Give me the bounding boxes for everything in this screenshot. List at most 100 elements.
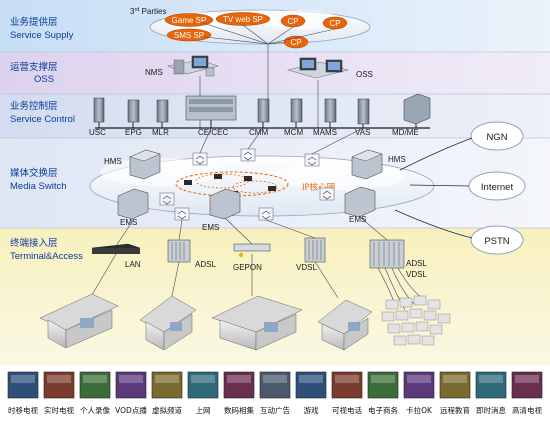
server-label-mams: MAMS bbox=[313, 128, 337, 137]
band-oss bbox=[0, 52, 550, 94]
gepon-label: GEPON bbox=[233, 263, 262, 272]
service-thumbnails bbox=[7, 371, 543, 399]
ems-left-server bbox=[117, 188, 149, 220]
server-label-cmm: CMM bbox=[249, 128, 268, 137]
service-thumbnail-highlight-5 bbox=[191, 375, 215, 383]
service-caption-3: VOD点播 bbox=[115, 405, 147, 415]
vdsl-label-2: VDSL bbox=[406, 270, 427, 279]
ems-right-server bbox=[344, 186, 376, 218]
service-caption-4: 虚拟频道 bbox=[152, 405, 182, 415]
router-7-icon bbox=[319, 187, 335, 201]
layer-title-oss-cn: 运营支撑层 bbox=[10, 61, 58, 73]
service-thumbnail-6 bbox=[223, 371, 255, 399]
service-caption-6: 数码相集 bbox=[224, 405, 254, 415]
service-thumbnail-13 bbox=[475, 371, 507, 399]
provider-game-sp bbox=[164, 13, 214, 27]
service-thumbnail-11 bbox=[403, 371, 435, 399]
service-thumbnail-highlight-0 bbox=[11, 375, 35, 383]
service-thumbnail-highlight-6 bbox=[227, 375, 251, 383]
server-label-epg: EPG bbox=[125, 128, 142, 137]
provider-sms-sp bbox=[166, 28, 212, 42]
home-2 bbox=[139, 295, 197, 351]
server-label-vas: VAS bbox=[355, 128, 370, 137]
service-caption-1: 实时电视 bbox=[44, 405, 74, 415]
service-thumbnail-8 bbox=[295, 371, 327, 399]
service-thumbnail-highlight-3 bbox=[119, 375, 143, 383]
service-thumbnail-10 bbox=[367, 371, 399, 399]
service-thumbnail-highlight-8 bbox=[299, 375, 323, 383]
server-usc bbox=[93, 97, 105, 128]
nms-label: NMS bbox=[145, 68, 163, 77]
adsl-dslam bbox=[167, 239, 191, 263]
service-thumbnail-highlight-11 bbox=[407, 375, 431, 383]
oss-label: OSS bbox=[356, 70, 373, 79]
home-1 bbox=[39, 293, 119, 349]
lan-switch bbox=[91, 243, 141, 254]
ems-right-label: EMS bbox=[349, 215, 366, 224]
service-thumbnail-highlight-2 bbox=[83, 375, 107, 383]
provider-cp-3-label: CP bbox=[290, 38, 301, 47]
service-caption-14: 高清电视 bbox=[512, 405, 542, 415]
provider-cp-2-label: CP bbox=[329, 19, 340, 28]
service-thumbnail-highlight-4 bbox=[155, 375, 179, 383]
provider-links bbox=[199, 21, 336, 100]
ems-left-label: EMS bbox=[120, 218, 137, 227]
service-thumbnail-highlight-10 bbox=[371, 375, 395, 383]
server-label-md-me: MD/ME bbox=[392, 128, 419, 137]
homes bbox=[39, 293, 451, 351]
service-thumbnail-highlight-1 bbox=[47, 375, 71, 383]
server-cmm bbox=[257, 98, 270, 128]
band-service-control bbox=[0, 94, 550, 138]
service-thumbnail-highlight-13 bbox=[479, 375, 503, 383]
service-thumbnail-0 bbox=[7, 371, 39, 399]
service-thumbnail-7 bbox=[259, 371, 291, 399]
third-parties-label: 3rd Parties bbox=[130, 7, 166, 16]
server-label-ce-cec: CE/CEC bbox=[198, 128, 228, 137]
server-label-mcm: MCM bbox=[284, 128, 303, 137]
layer-title-media-switch-cn: 媒体交换层 bbox=[10, 167, 58, 179]
server-ce-cec bbox=[185, 95, 237, 128]
server-label-usc: USC bbox=[89, 128, 106, 137]
service-thumbnail-9 bbox=[331, 371, 363, 399]
band-terminal-access bbox=[0, 228, 550, 366]
service-thumbnail-highlight-7 bbox=[263, 375, 287, 383]
external-networks bbox=[468, 121, 526, 255]
provider-ovals: Game SP TV web SP CP CP SMS SP CP bbox=[164, 12, 348, 49]
router-6-icon bbox=[258, 207, 274, 221]
server-vas bbox=[357, 98, 370, 128]
pstn-cloud bbox=[470, 225, 524, 255]
nms-workstation bbox=[166, 55, 220, 77]
adsl-label: ADSL bbox=[195, 260, 216, 269]
vdsl-label: VDSL bbox=[296, 263, 317, 272]
server-mcm bbox=[290, 98, 303, 128]
server-mams bbox=[324, 98, 337, 128]
service-control-servers bbox=[93, 93, 431, 128]
router-4-icon bbox=[159, 192, 175, 206]
service-caption-9: 可视电话 bbox=[332, 405, 362, 415]
layer-title-service-control-en: Service Control bbox=[10, 114, 75, 125]
vdsl-dslam bbox=[304, 237, 326, 263]
adsl-vdsl-dslam bbox=[369, 239, 405, 269]
service-caption-13: 即时消息 bbox=[476, 405, 506, 415]
provider-game-sp-label: Game SP bbox=[172, 16, 207, 25]
layer-title-terminal-access-en: Terminal&Access bbox=[10, 251, 83, 262]
service-thumbnail-3 bbox=[115, 371, 147, 399]
router-1-icon bbox=[192, 152, 208, 166]
server-md-me bbox=[403, 93, 431, 128]
service-thumbnail-2 bbox=[79, 371, 111, 399]
hms-right-server bbox=[351, 149, 383, 180]
provider-cp-1-label: CP bbox=[287, 17, 298, 26]
layer-title-service-supply-cn: 业务提供层 bbox=[10, 16, 58, 28]
server-mlr bbox=[156, 99, 169, 128]
server-epg bbox=[127, 99, 140, 128]
internet-label: Internet bbox=[481, 182, 514, 193]
ems-mid-label: EMS bbox=[202, 223, 219, 232]
lan-label: LAN bbox=[125, 260, 141, 269]
home-4 bbox=[317, 299, 373, 351]
service-thumbnail-highlight-12 bbox=[443, 375, 467, 383]
layer-title-service-control-cn: 业务控制层 bbox=[10, 100, 58, 112]
pstn-label: PSTN bbox=[484, 236, 509, 247]
